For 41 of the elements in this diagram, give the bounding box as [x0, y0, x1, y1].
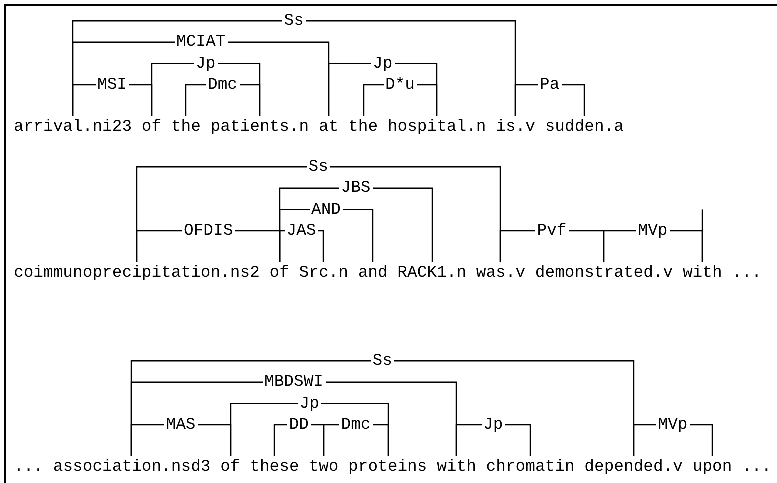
word-token: arrival.ni23	[14, 117, 132, 136]
link-line	[456, 424, 532, 456]
word-token: was.v	[476, 263, 526, 282]
word-token: Src.n	[299, 263, 348, 282]
word-token: and	[358, 263, 388, 282]
edge-label: Jp	[298, 396, 322, 412]
edge-label: Jp	[194, 56, 218, 72]
word-token: patients.n	[210, 117, 310, 136]
word-token: of	[142, 117, 162, 136]
word-token: coimmunoprecipitation.ns2	[14, 263, 260, 282]
word-token: association.nsd3	[53, 457, 211, 476]
ellipsis-text: ...	[732, 263, 762, 282]
word-token: two	[309, 457, 339, 476]
word-token: demonstrated.v	[535, 263, 674, 282]
word-token: of	[220, 457, 240, 476]
link-line	[279, 188, 434, 262]
word-token: at	[319, 117, 339, 136]
word-token: hospital.n	[388, 117, 486, 136]
edge-label: Jp	[371, 56, 395, 72]
word-token: the	[171, 117, 201, 136]
word-token: with	[682, 263, 722, 282]
link-line	[274, 424, 325, 456]
word-token: is.v	[496, 117, 536, 136]
word-token: upon	[692, 457, 732, 476]
ellipsis-text: ...	[14, 457, 44, 476]
link-line	[702, 210, 704, 262]
edge-label: MVp	[636, 223, 670, 239]
word-token: with	[437, 457, 476, 476]
word-token: RACK1.n	[398, 263, 467, 282]
edge-label: MVp	[656, 417, 690, 433]
word-token: depended.v	[584, 457, 684, 476]
word-token: chromatin	[486, 457, 575, 476]
word-token: proteins	[348, 457, 428, 476]
word-token: the	[348, 117, 378, 136]
link-line	[514, 84, 586, 116]
word-token: of	[270, 263, 290, 282]
edge-label: Jp	[482, 417, 506, 433]
word-token: sudden.a	[545, 117, 624, 136]
word-token: these	[250, 457, 300, 476]
ellipsis-text: ...	[742, 457, 772, 476]
link-line	[328, 63, 438, 116]
